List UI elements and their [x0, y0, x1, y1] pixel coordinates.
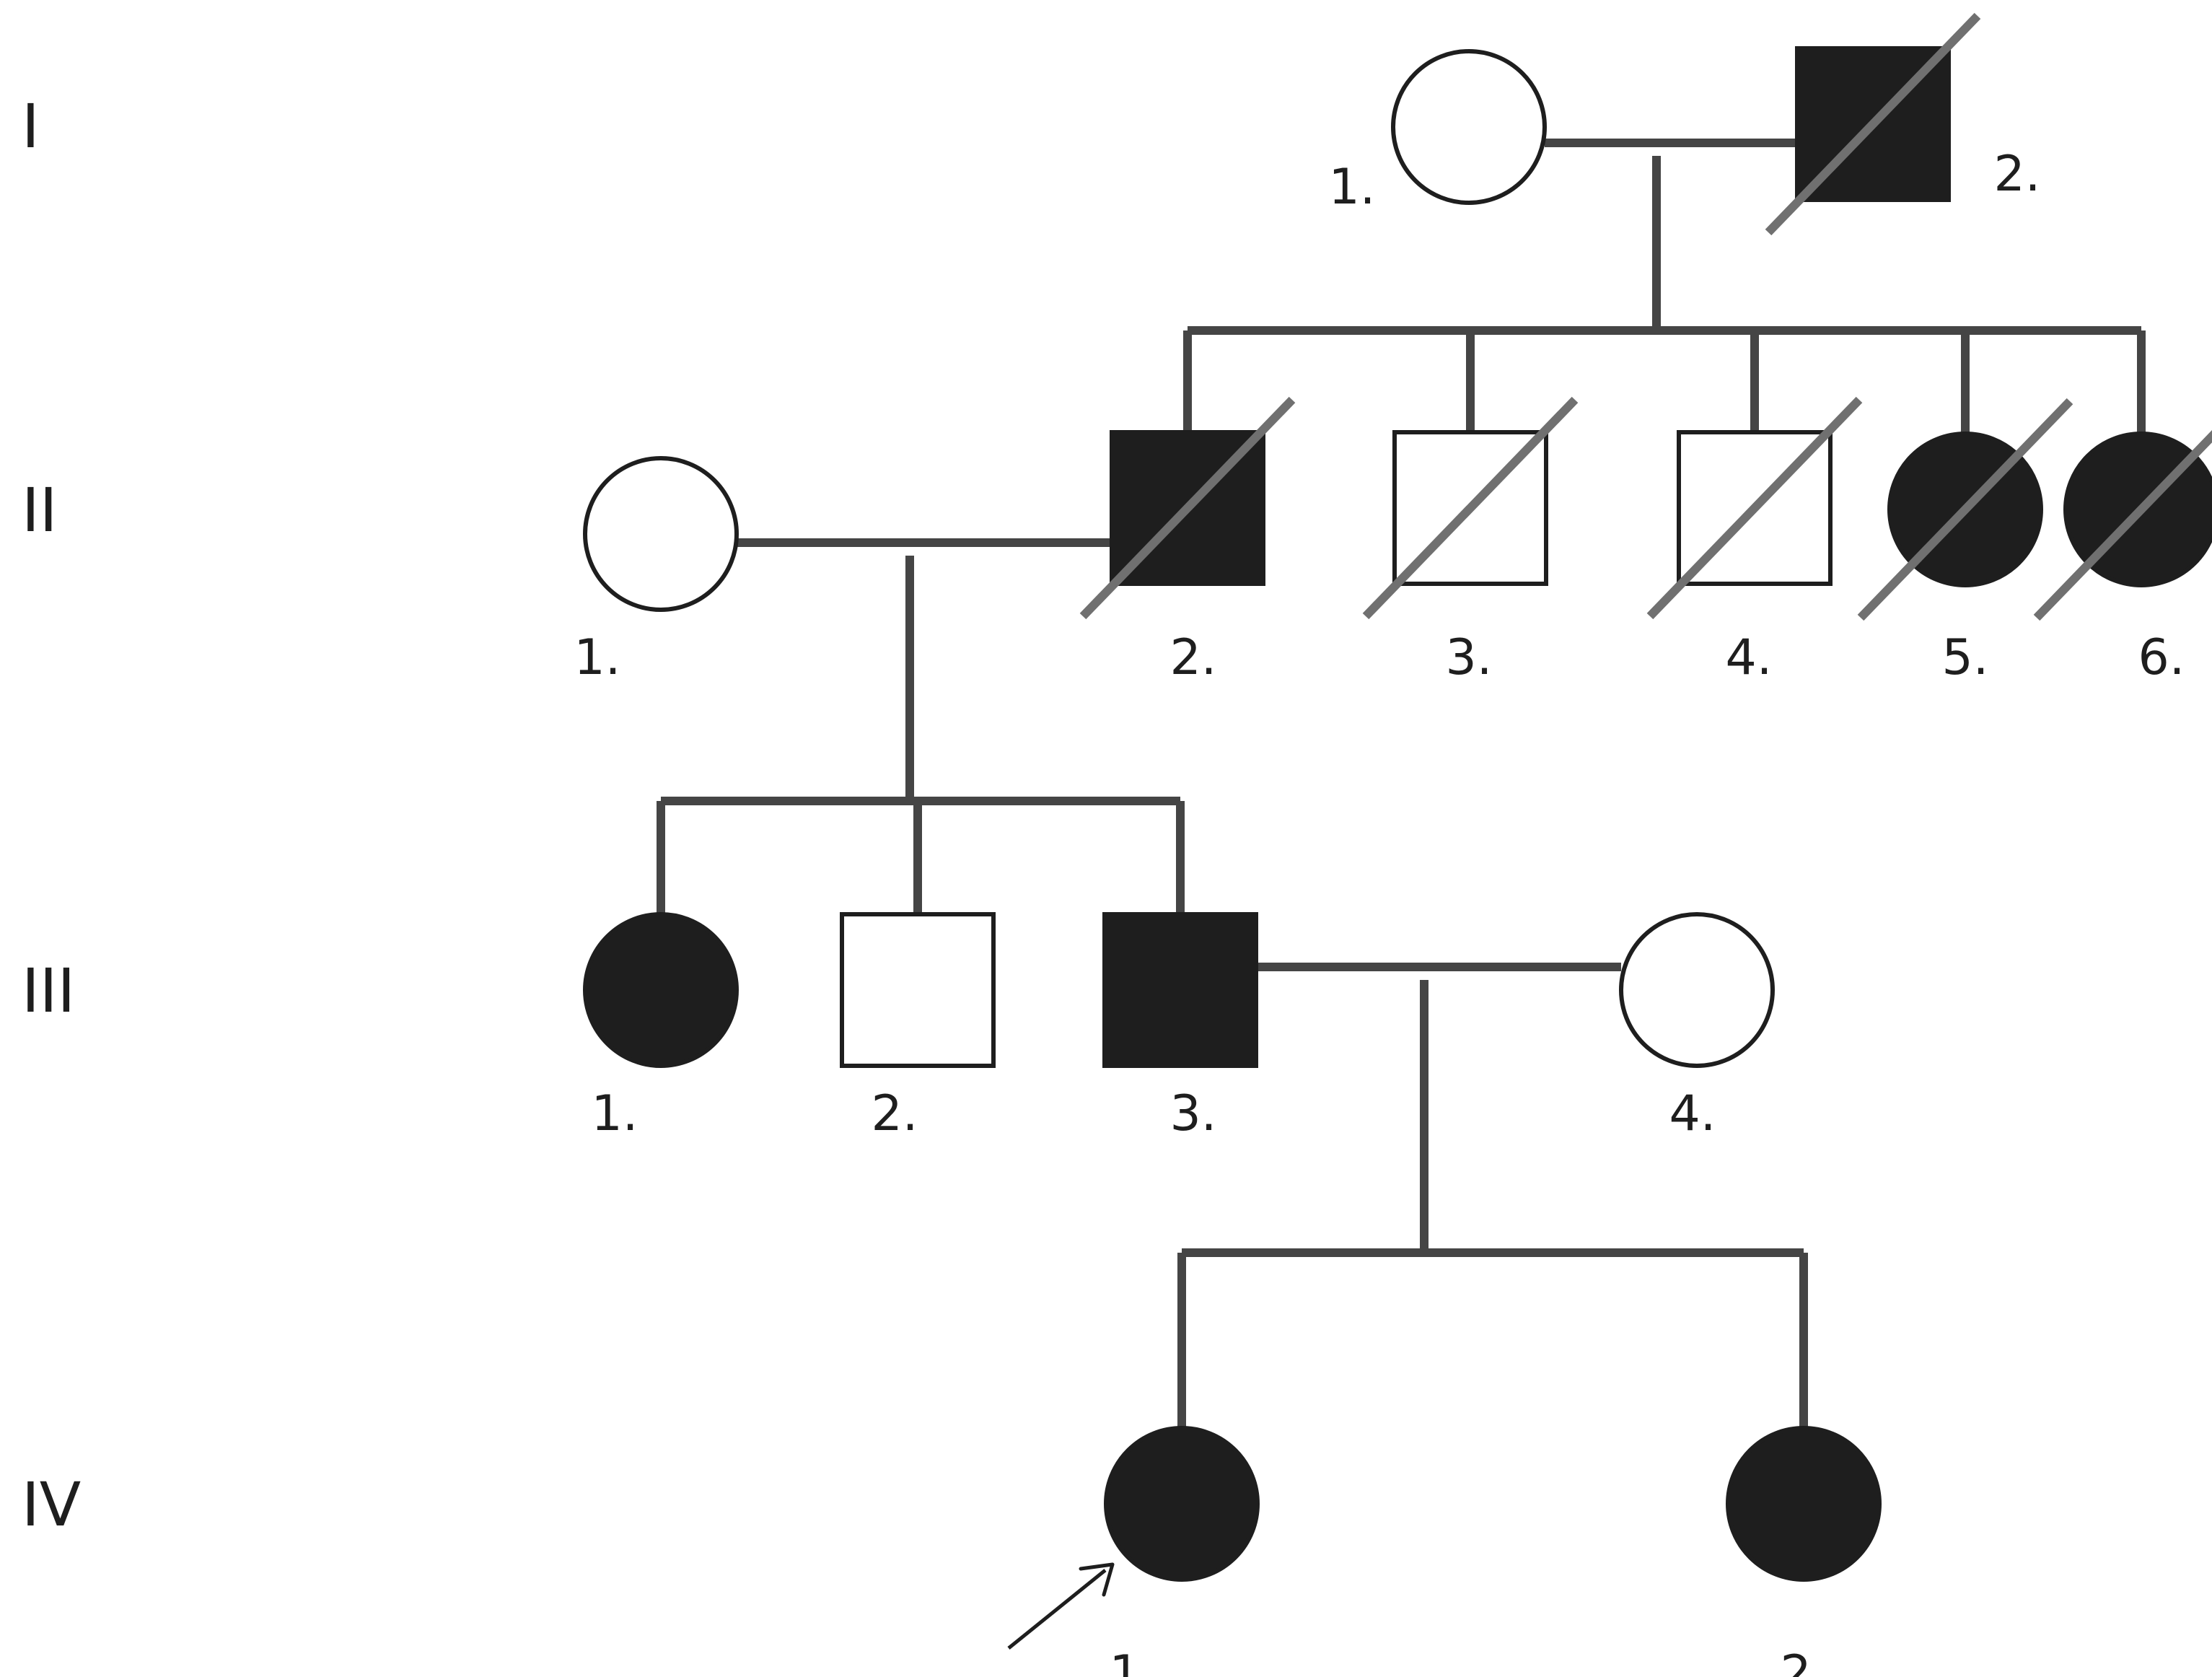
generation-label-ii: II — [22, 475, 58, 546]
deceased-slash-ii-6 — [2033, 429, 2212, 621]
female-circle-iii-4 — [1619, 912, 1775, 1068]
female-circle-iv-1 — [1104, 1426, 1260, 1582]
individual-number-ii-6: 6. — [2138, 629, 2185, 686]
individual-number-iv-1: 1. — [1110, 1645, 1157, 1677]
generation-label-iv: IV — [22, 1469, 81, 1540]
individual-number-iv-2: 2. — [1781, 1645, 1827, 1677]
individual-number-ii-5: 5. — [1942, 629, 1989, 686]
individual-number-ii-3: 3. — [1446, 629, 1493, 686]
individual-number-iii-4: 4. — [1669, 1085, 1716, 1142]
individual-number-i-2: 2. — [1994, 146, 2041, 203]
symbol-layer — [583, 12, 2212, 1650]
female-circle-iii-1 — [583, 912, 739, 1068]
deceased-slash-ii-2 — [1079, 396, 1296, 620]
female-circle-ii-1 — [583, 456, 739, 612]
generation-label-i: I — [22, 91, 40, 162]
individual-number-iii-1: 1. — [592, 1085, 638, 1142]
individual-number-iii-2: 2. — [872, 1085, 918, 1142]
deceased-slash-i-2 — [1765, 12, 1981, 236]
individual-number-ii-2: 2. — [1170, 629, 1217, 686]
deceased-slash-ii-5 — [1857, 398, 2073, 621]
deceased-slash-ii-3 — [1362, 396, 1579, 620]
individual-number-iii-3: 3. — [1170, 1085, 1217, 1142]
male-square-iii-3 — [1102, 912, 1258, 1068]
female-circle-i-1 — [1391, 49, 1547, 205]
generation-label-iii: III — [22, 955, 75, 1026]
deceased-slash-ii-4 — [1646, 396, 1863, 620]
proband-arrowhead-iv-1 — [1079, 1562, 1115, 1597]
proband-arrow-iv-1 — [1007, 1569, 1107, 1650]
individual-number-i-1: 1. — [1329, 159, 1376, 216]
female-circle-iv-2 — [1726, 1426, 1882, 1582]
male-square-iii-2 — [840, 912, 996, 1068]
individual-number-ii-1: 1. — [574, 629, 621, 686]
connector-layer — [657, 139, 2146, 1431]
individual-number-ii-4: 4. — [1726, 629, 1773, 686]
